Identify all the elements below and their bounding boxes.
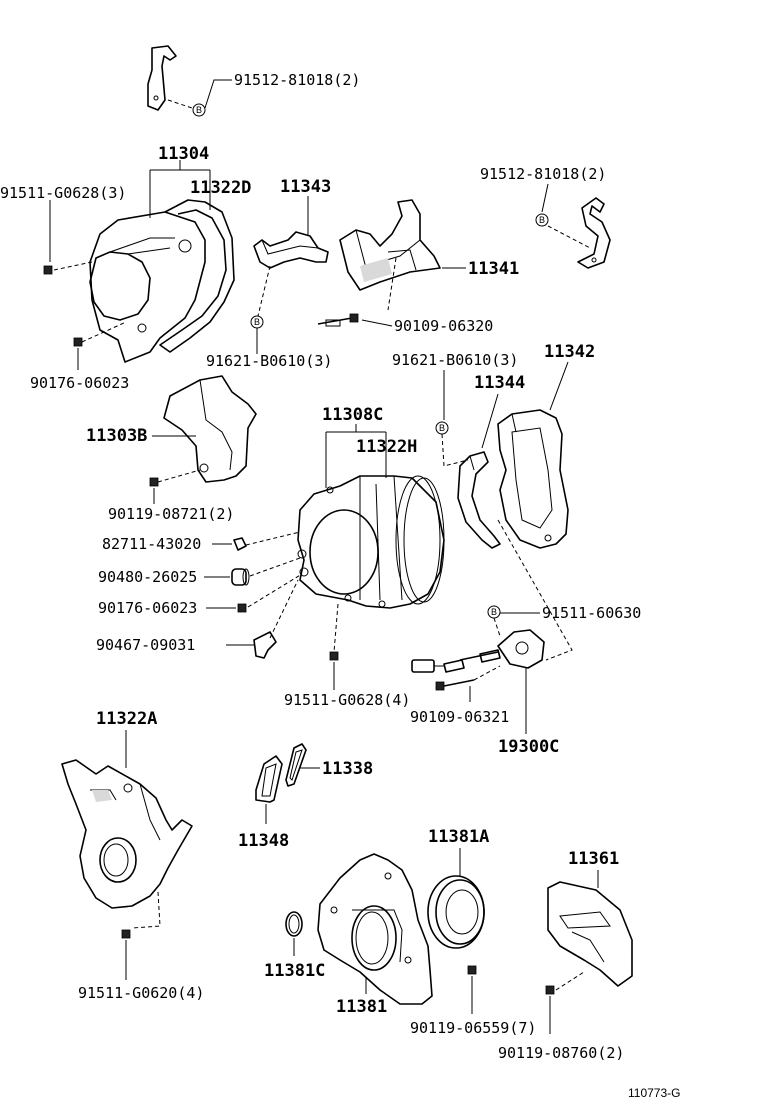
nut-90176-06023-mid [237, 603, 247, 613]
b-callout-2: B [250, 315, 264, 329]
label-91512-81018-right: 91512-81018(2) [480, 165, 606, 183]
label-11361: 11361 [568, 849, 619, 869]
plate-11361 [547, 881, 633, 987]
svg-text:B: B [539, 215, 545, 225]
plate-11303B [163, 375, 257, 483]
bolt-91511-g0620 [121, 929, 131, 939]
bolt-90119-08760 [545, 985, 555, 995]
label-11303B: 11303B [86, 426, 147, 446]
bracket-11341 [339, 199, 441, 291]
label-91511-g0628-4: 91511-G0628(4) [284, 691, 410, 709]
clip-right [577, 197, 611, 269]
bolt-91511-g0628-4 [329, 651, 339, 661]
label-91511-60630: 91511-60630 [542, 604, 641, 622]
middle-timing-cover [297, 475, 445, 609]
b-callout-4: B [435, 421, 449, 435]
clip-top [147, 45, 193, 111]
bolt-91511-g0628-top [43, 265, 53, 275]
label-11308C: 11308C [322, 405, 383, 425]
label-11322H: 11322H [356, 437, 417, 457]
label-91512-81018-top: 91512-81018(2) [234, 71, 360, 89]
label-90119-08760: 90119-08760(2) [498, 1044, 624, 1062]
o-ring-11381C [285, 911, 303, 937]
b-callout-1: B [192, 103, 206, 117]
clamp-82711 [233, 537, 247, 551]
bolt-90109-06320 [317, 313, 359, 327]
label-11348: 11348 [238, 831, 289, 851]
svg-text:B: B [196, 105, 202, 115]
label-90109-06321: 90109-06321 [410, 708, 509, 726]
label-90480-26025: 90480-26025 [98, 568, 197, 586]
oil-seal-retainer-11381 [317, 853, 433, 1005]
label-19300C: 19300C [498, 737, 559, 757]
label-90109-06320: 90109-06320 [394, 317, 493, 335]
bracket-11344 [457, 451, 501, 549]
bolt-90109-06321 [435, 665, 501, 691]
bracket-11343 [253, 231, 329, 269]
gasket-11348 [255, 755, 283, 803]
label-91621-b0610-right: 91621-B0610(3) [392, 351, 518, 369]
upper-timing-cover [89, 199, 235, 363]
label-11338: 11338 [322, 759, 373, 779]
label-11322A: 11322A [96, 709, 157, 729]
label-11342: 11342 [544, 342, 595, 362]
label-90176-06023-mid: 90176-06023 [98, 599, 197, 617]
label-11343: 11343 [280, 177, 331, 197]
svg-text:B: B [254, 317, 260, 327]
svg-text:B: B [491, 607, 497, 617]
label-90467-09031: 90467-09031 [96, 636, 195, 654]
label-90176-06023-top: 90176-06023 [30, 374, 129, 392]
grommet-90480 [231, 568, 250, 586]
oil-seal-11381A [427, 875, 485, 949]
crank-sensor-19300C [411, 629, 545, 673]
b-callout-3: B [535, 213, 549, 227]
label-91621-b0610-left: 91621-B0610(3) [206, 352, 332, 370]
svg-text:B: B [439, 423, 445, 433]
label-91511-g0628-3: 91511-G0628(3) [0, 184, 126, 202]
label-90119-08721: 90119-08721(2) [108, 505, 234, 523]
label-82711-43020: 82711-43020 [102, 535, 201, 553]
gasket-11338 [285, 743, 307, 787]
bracket-11342 [497, 409, 569, 549]
lower-cover-11322A [61, 759, 193, 909]
label-91511-g0620-4: 91511-G0620(4) [78, 984, 204, 1002]
nut-90176-06023-top [73, 337, 83, 347]
label-11381: 11381 [336, 997, 387, 1017]
label-11381A: 11381A [428, 827, 489, 847]
b-callout-5: B [487, 605, 501, 619]
label-11304: 11304 [158, 144, 209, 164]
label-11341: 11341 [468, 259, 519, 279]
bolt-90119-08721 [149, 477, 159, 487]
figure-code: 110773-G [628, 1086, 680, 1100]
label-11322D: 11322D [190, 178, 251, 198]
bolt-90119-06559 [467, 965, 477, 975]
label-11344: 11344 [474, 373, 525, 393]
label-90119-06559: 90119-06559(7) [410, 1019, 536, 1037]
clamp-90467 [253, 631, 277, 659]
label-11381C: 11381C [264, 961, 325, 981]
